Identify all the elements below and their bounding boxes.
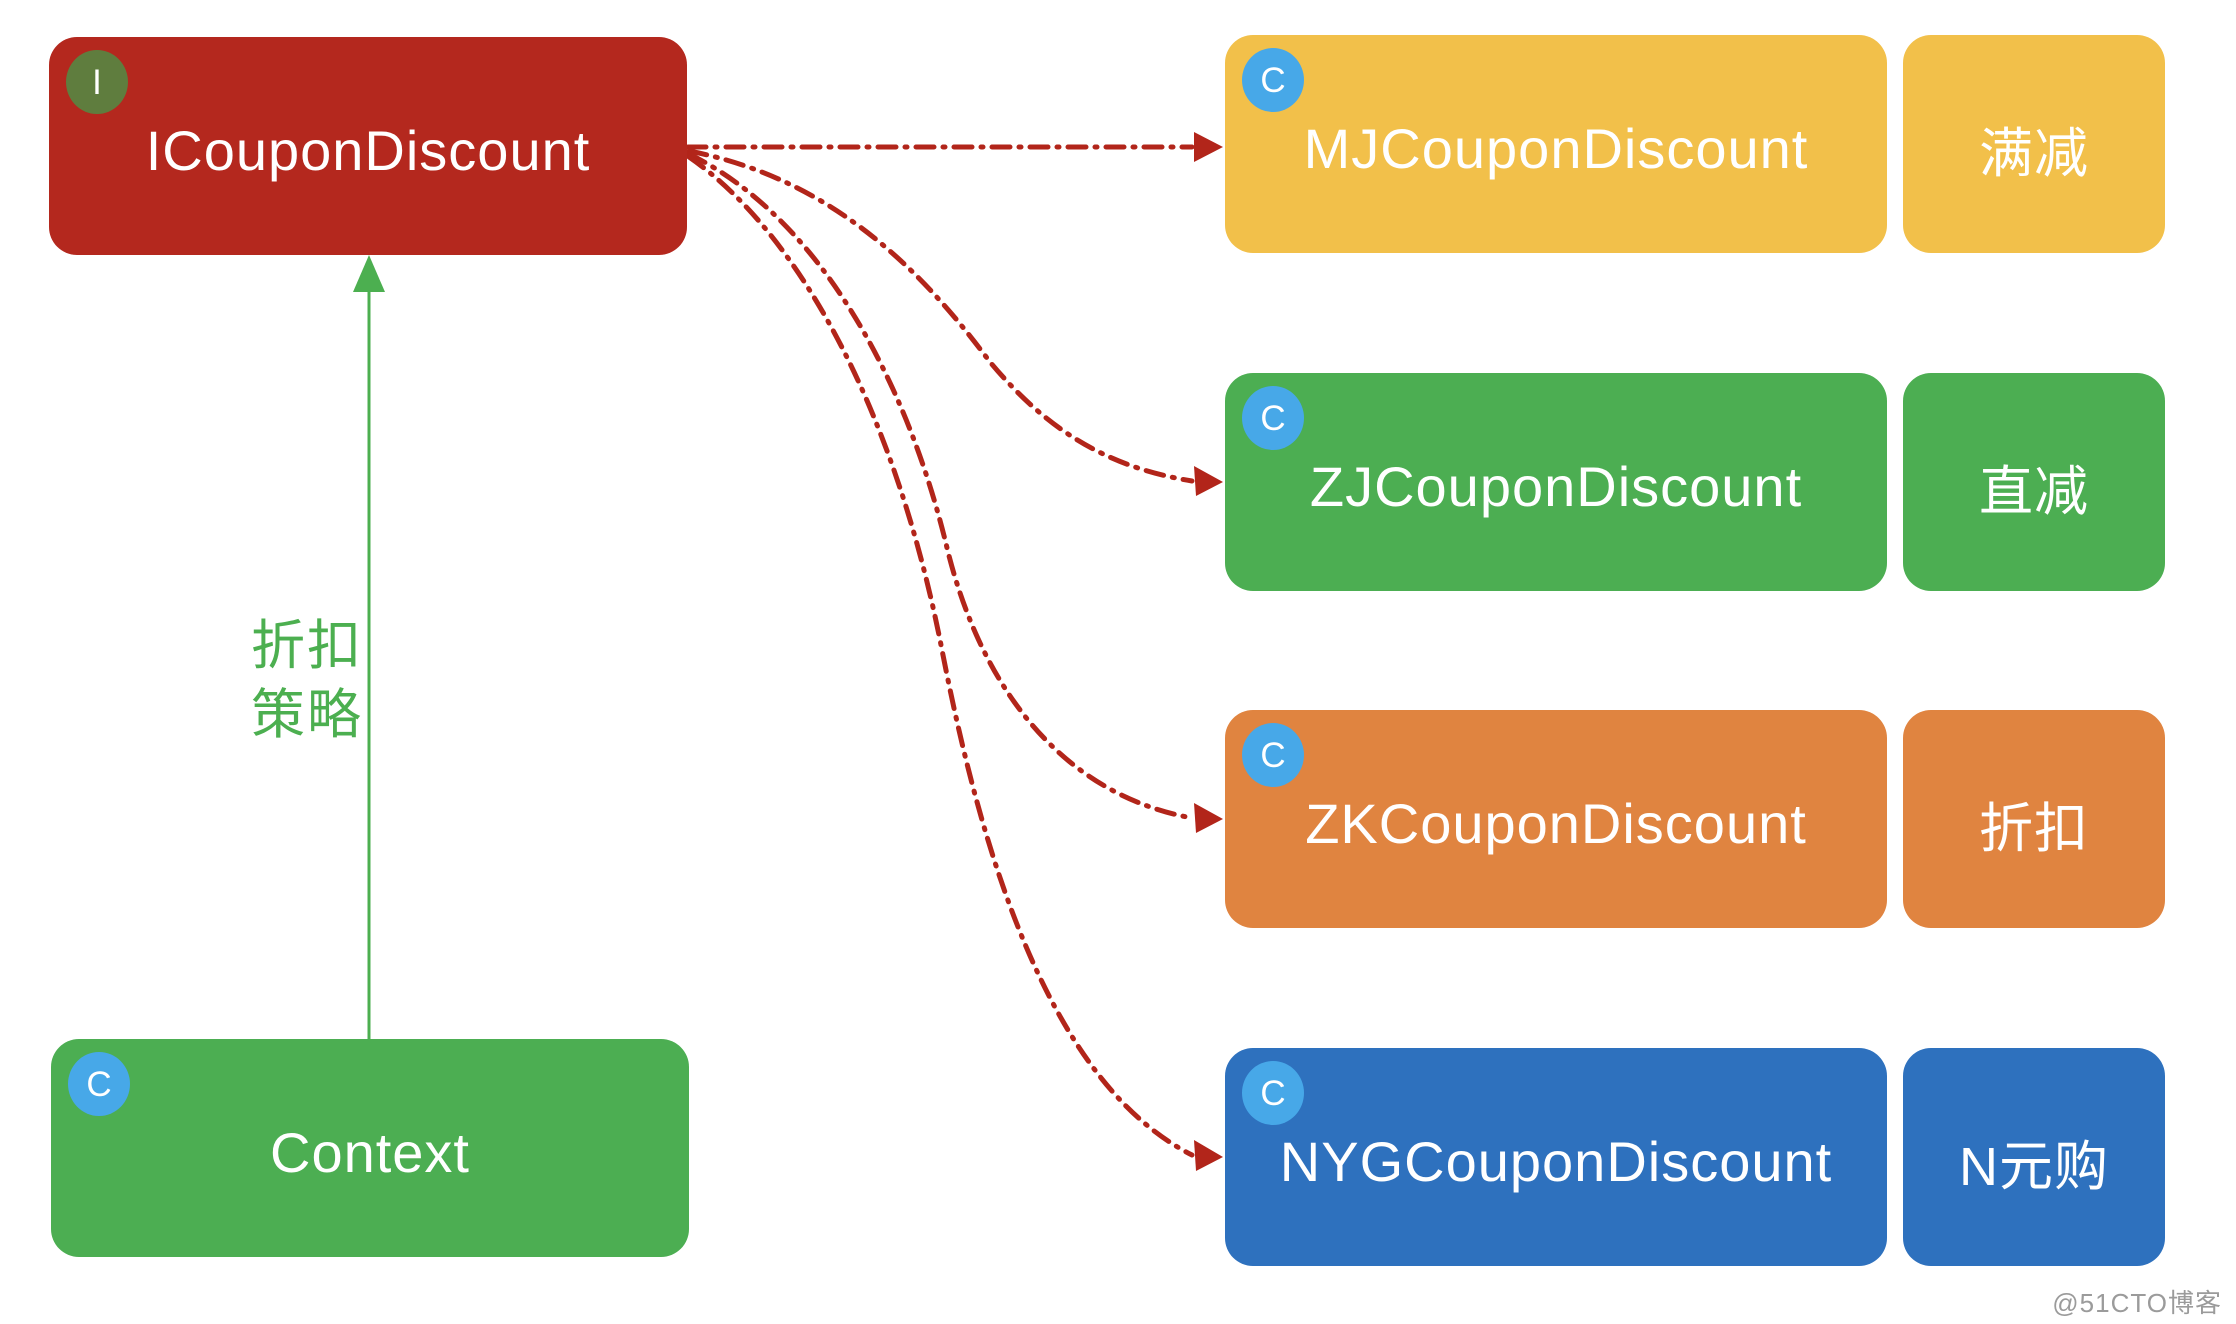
relation-label-line1: 折扣 — [251, 616, 363, 676]
class-badge: C — [1242, 1061, 1304, 1125]
class-name: ZKCouponDiscount — [1305, 791, 1807, 855]
red-arrowheads — [1194, 132, 1223, 1171]
class-box-nygcoupondiscount: C NYGCouponDiscount — [1225, 1048, 1887, 1266]
interface-name: ICouponDiscount — [145, 118, 591, 182]
interface-badge: I — [66, 50, 128, 114]
tag-label: 折扣 — [1979, 798, 2089, 859]
class-name: NYGCouponDiscount — [1279, 1129, 1833, 1193]
class-badge: C — [1242, 48, 1304, 112]
context-name: Context — [270, 1120, 470, 1184]
class-badge: C — [1242, 386, 1304, 450]
tag-box-zhekou: 折扣 — [1903, 710, 2165, 928]
class-badge: C — [1242, 723, 1304, 787]
tag-label: N元购 — [1959, 1136, 2109, 1197]
context-to-interface-arrowhead — [353, 255, 385, 292]
tag-box-manjian: 满减 — [1903, 35, 2165, 253]
relation-label: 折扣 策略 — [232, 612, 382, 750]
watermark: @51CTO博客 — [2052, 1288, 2222, 1318]
class-name: MJCouponDiscount — [1303, 116, 1809, 180]
class-badge: C — [68, 1052, 130, 1116]
edge-to-nygcoupondiscount — [686, 154, 1195, 1158]
tag-label: 满减 — [1979, 123, 2089, 184]
interface-box-icoupondiscount: I ICouponDiscount — [49, 37, 687, 255]
edge-to-zjcoupondiscount — [686, 148, 1195, 484]
class-box-zkcoupondiscount: C ZKCouponDiscount — [1225, 710, 1887, 928]
class-box-mjcoupondiscount: C MJCouponDiscount — [1225, 35, 1887, 253]
class-name: ZJCouponDiscount — [1309, 454, 1803, 518]
edge-to-zkcoupondiscount — [686, 151, 1195, 821]
tag-box-zhijian: 直减 — [1903, 373, 2165, 591]
class-box-zjcoupondiscount: C ZJCouponDiscount — [1225, 373, 1887, 591]
tag-box-nyuangou: N元购 — [1903, 1048, 2165, 1266]
tag-label: 直减 — [1979, 461, 2089, 522]
class-box-context: C Context — [51, 1039, 689, 1257]
relation-label-line2: 策略 — [251, 685, 363, 745]
